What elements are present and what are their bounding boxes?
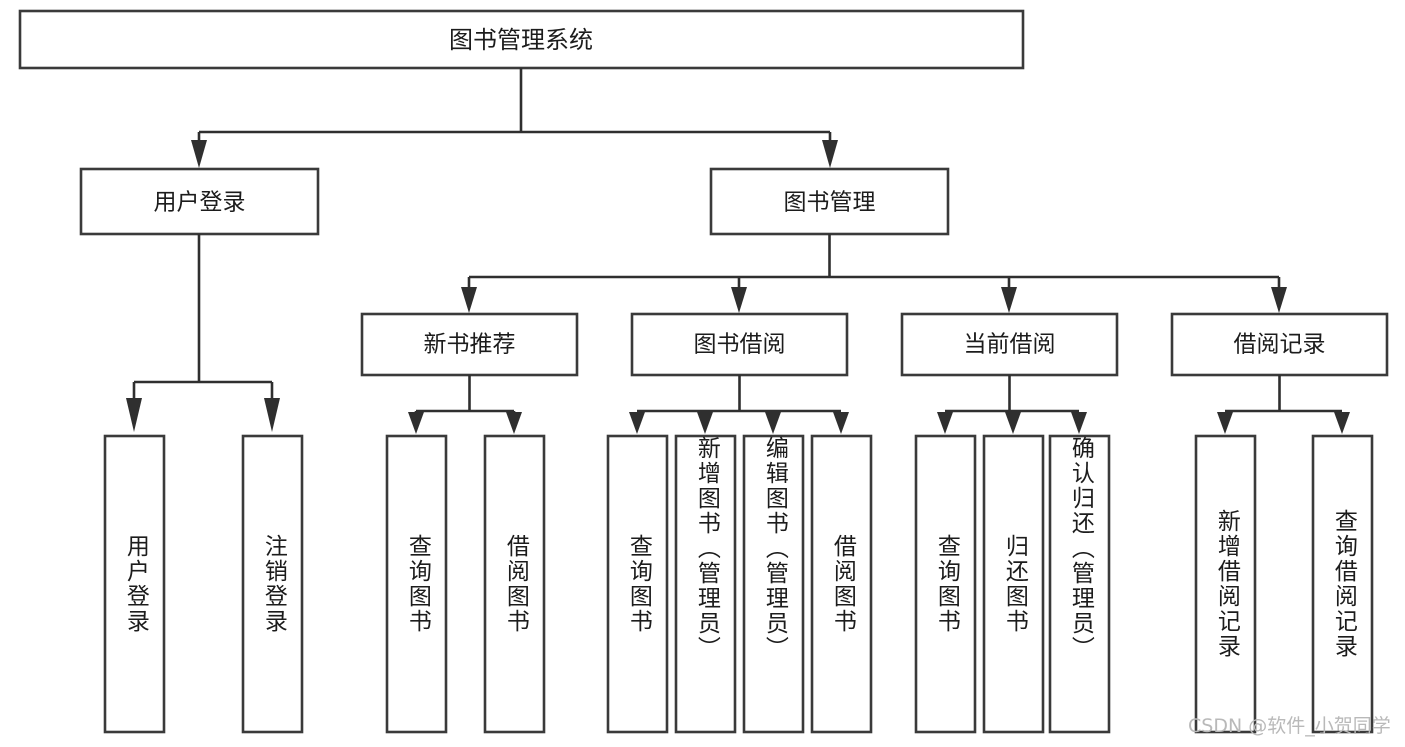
leaf-box-图书借阅-编辑图书[interactable] xyxy=(742,434,805,734)
node-借阅记录-label: 借阅记录 xyxy=(1234,332,1326,358)
leaf-box-新书推荐-借阅图书[interactable] xyxy=(483,434,546,734)
arrowhead-book-mgmt xyxy=(822,140,838,168)
leaf-box-当前借阅-归还图书[interactable] xyxy=(982,434,1045,734)
leaf-box-图书借阅-借阅图书[interactable] xyxy=(810,434,873,734)
leaf-box-注销登录[interactable] xyxy=(241,434,304,734)
arrowhead-leaf-dangqian-1 xyxy=(937,412,953,434)
arrowhead-leaf-dangqian-2 xyxy=(1005,412,1021,434)
arrowhead-leaf-jieyue-2 xyxy=(697,412,713,434)
arrowhead-leaf-注销登录 xyxy=(264,398,280,432)
node-当前借阅[interactable] xyxy=(900,312,1119,377)
arrowhead-leaf-jieyue-3 xyxy=(765,412,781,434)
arrowhead-leaf-jieyue-1 xyxy=(629,412,645,434)
arrowhead-leaf-用户登录 xyxy=(126,398,142,432)
leaf-box-新书推荐-查询图书[interactable] xyxy=(385,434,448,734)
arrowhead-当前借阅 xyxy=(1001,287,1017,313)
leaf-box-图书借阅-新增图书[interactable] xyxy=(674,434,737,734)
node-图书管理-label: 图书管理 xyxy=(784,190,876,216)
leaf-box-借阅记录-查询借阅记录[interactable] xyxy=(1311,434,1374,734)
arrowhead-user-login xyxy=(191,140,207,168)
node-图书管理[interactable] xyxy=(709,167,950,236)
arrowhead-图书借阅 xyxy=(731,287,747,313)
arrowhead-leaf-xinshu-1 xyxy=(408,412,424,434)
leaf-box-当前借阅-确认归还[interactable] xyxy=(1048,434,1111,734)
leaf-box-借阅记录-新增借阅记录[interactable] xyxy=(1194,434,1257,734)
node-新书推荐[interactable] xyxy=(360,312,579,377)
arrowhead-借阅记录 xyxy=(1271,287,1287,313)
node-root-label: 图书管理系统 xyxy=(449,26,593,54)
node-图书借阅[interactable] xyxy=(630,312,849,377)
node-借阅记录[interactable] xyxy=(1170,312,1389,377)
leaf-box-用户登录[interactable] xyxy=(103,434,166,734)
node-用户登录-label: 用户登录 xyxy=(154,190,246,216)
node-图书借阅-label: 图书借阅 xyxy=(694,332,786,358)
watermark-text: CSDN @软件_小贺同学 xyxy=(1188,715,1391,737)
leaf-box-图书借阅-查询图书[interactable] xyxy=(606,434,669,734)
node-root-图书管理系统[interactable] xyxy=(18,9,1025,70)
leaf-box-当前借阅-查询图书[interactable] xyxy=(914,434,977,734)
arrowhead-leaf-xinshu-2 xyxy=(506,412,522,434)
arrowhead-leaf-jilu-2 xyxy=(1334,412,1350,434)
arrowhead-leaf-dangqian-3 xyxy=(1071,412,1087,434)
node-当前借阅-label: 当前借阅 xyxy=(964,332,1056,358)
arrowhead-leaf-jilu-1 xyxy=(1217,412,1233,434)
arrowhead-leaf-jieyue-4 xyxy=(833,412,849,434)
arrowhead-新书推荐 xyxy=(461,287,477,313)
node-新书推荐-label: 新书推荐 xyxy=(424,332,516,358)
